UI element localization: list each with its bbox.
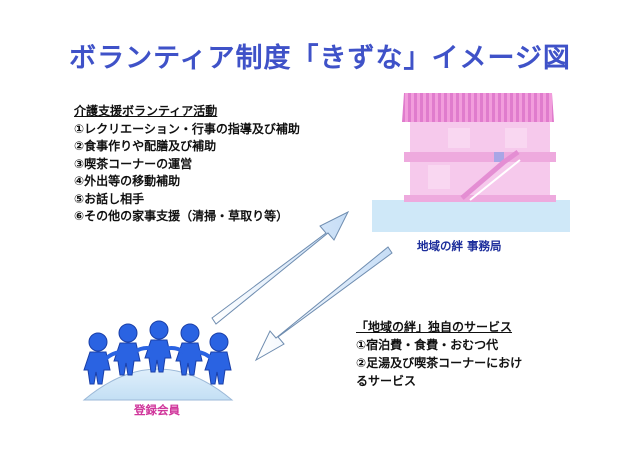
activities-list: 介護支援ボランティア活動 ①レクリエーション・行事の指導及び補助 ②食事作りや配… xyxy=(74,103,300,226)
building-roof xyxy=(402,93,554,122)
activity-item: ⑤お話し相手 xyxy=(74,191,145,206)
activity-item: ①レクリエーション・行事の指導及び補助 xyxy=(74,121,300,136)
people-circle-icon xyxy=(82,320,234,401)
office-label: 地域の絆 事務局 xyxy=(417,239,502,253)
activity-item: ③喫茶コーナーの運営 xyxy=(74,156,193,171)
ground-platform xyxy=(372,200,570,232)
service-item: ①宿泊費・食費・おむつ代 xyxy=(356,338,499,352)
service-item: るサービス xyxy=(356,374,417,388)
building-icon xyxy=(372,93,570,232)
members-label: 登録会員 xyxy=(134,403,180,417)
service-item: ②足湯及び喫茶コーナーにおけ xyxy=(356,356,523,370)
building-window-blue xyxy=(494,152,504,162)
page-title: ボランティア制度「きずな」イメージ図 xyxy=(69,43,571,74)
arrow-to-members xyxy=(254,246,393,362)
activity-item: ④外出等の移動補助 xyxy=(74,174,181,188)
activities-heading: 介護支援ボランティア活動 xyxy=(74,104,218,118)
building-stairs xyxy=(460,149,520,200)
services-heading: 「地域の絆」独自のサービス xyxy=(356,320,513,334)
arrow-to-office xyxy=(211,210,350,325)
building-floor-divider xyxy=(404,152,556,162)
activity-item: ②食事作りや配膳及び補助 xyxy=(74,139,217,153)
activity-item: ⑥その他の家事支援（清掃・草取り等） xyxy=(74,209,289,223)
services-list: 「地域の絆」独自のサービス ①宿泊費・食費・おむつ代 ②足湯及び喫茶コーナーにお… xyxy=(356,318,522,390)
